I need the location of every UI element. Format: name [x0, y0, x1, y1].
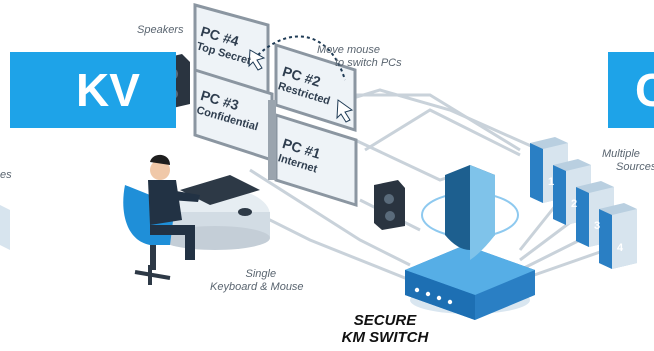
server-number: 2	[571, 198, 578, 210]
left-device	[0, 205, 10, 250]
kv-banner: KV	[10, 52, 176, 128]
secure-km-switch	[405, 165, 535, 320]
monitor-pc2	[274, 42, 357, 133]
switch-label-line1: SECURE	[353, 312, 417, 329]
monitor-wall	[193, 3, 358, 208]
keyboard-icon	[180, 175, 260, 205]
head	[150, 160, 170, 180]
single-keyboard-label: Single Keyboard & Mouse	[210, 268, 304, 294]
single-line1: Single	[245, 268, 277, 280]
server-4	[599, 203, 637, 269]
multiple-line2: Sources	[616, 161, 654, 173]
servers	[530, 137, 637, 269]
single-line2: Keyboard & Mouse	[210, 281, 304, 293]
speaker-icon	[374, 180, 405, 230]
cursor-icon	[336, 99, 354, 123]
torso	[148, 180, 182, 225]
monitor-mount	[268, 100, 276, 180]
switch-label-line2: KM SWITCH	[341, 329, 429, 346]
move-mouse-line1: Move mouse	[317, 44, 380, 56]
cursor-icon	[248, 49, 266, 71]
mouse-icon	[238, 208, 252, 216]
switch-label: SECURE KM SWITCH	[320, 312, 450, 346]
server-number: 1	[548, 176, 555, 188]
multiple-line1: Multiple	[602, 148, 640, 160]
legs	[150, 225, 195, 260]
move-mouse-line2: to switch PCs	[335, 57, 402, 69]
server-number: 3	[594, 220, 601, 232]
right-banner: C	[608, 52, 654, 128]
dashed-arc	[257, 35, 346, 81]
left-cut-text: es	[0, 169, 12, 181]
speakers-label: Speakers	[137, 24, 184, 36]
server-number: 4	[617, 242, 624, 254]
move-mouse-label: Move mouse to switch PCs	[317, 44, 402, 70]
user-at-desk	[123, 154, 200, 285]
multiple-sources-label: Multiple Sources	[602, 148, 654, 174]
